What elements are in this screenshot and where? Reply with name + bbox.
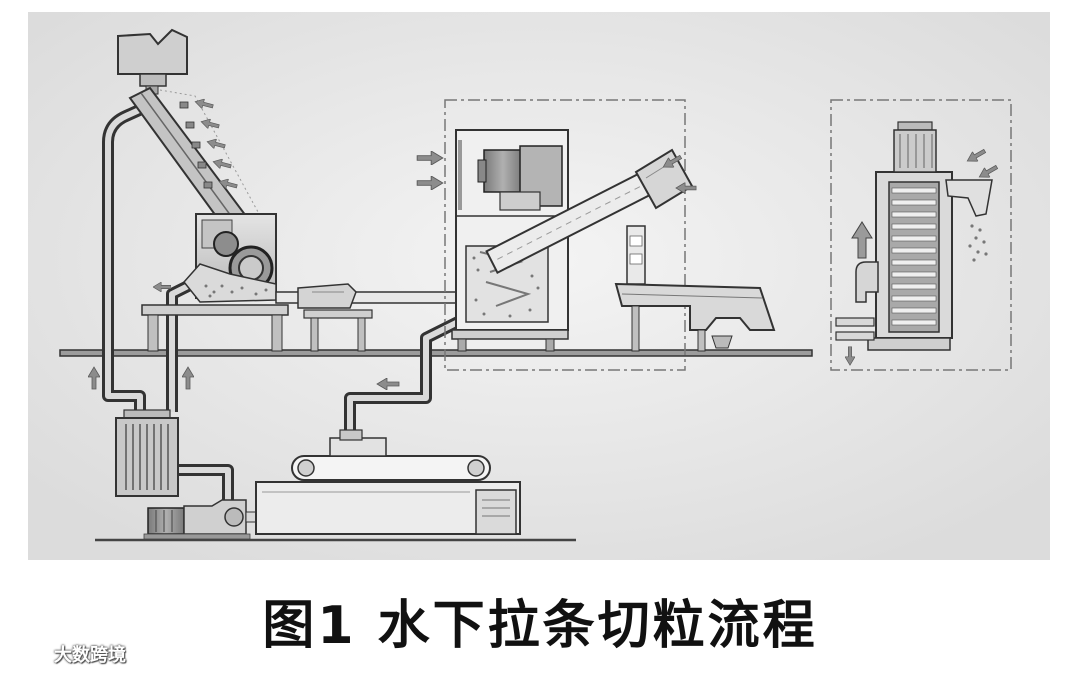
water-tank-conveyor: [291, 429, 491, 481]
pellet-silo-dryer: [867, 171, 953, 351]
silo-inlet-pipes: [835, 317, 875, 341]
water-filter-unit: [115, 409, 179, 497]
air-inlet-pipe: [855, 261, 879, 303]
inclined-strand-bath: [128, 86, 259, 240]
pelletizer-stand: [141, 304, 289, 352]
dryer-stand: [451, 329, 569, 352]
post-dryer-enclosure-boundary: [830, 99, 1012, 371]
silo-drive-motor: [893, 121, 937, 173]
floor-line: [59, 349, 813, 357]
pipe-support-stand: [303, 309, 373, 352]
return-water-pipe: [344, 316, 461, 436]
air-flow-up-arrow: [851, 221, 873, 259]
speech-bubble-logo-icon: [10, 640, 50, 668]
water-tank: [255, 481, 521, 535]
cooling-water-pipes-left: [102, 100, 234, 502]
discharge-hopper: [945, 179, 993, 262]
classifying-screen: [614, 282, 776, 352]
dryer-enclosure-boundary: [444, 99, 686, 371]
water-pump: [143, 499, 259, 540]
watermark: 大数跨境: [10, 640, 126, 668]
process-diagram: [28, 12, 1050, 560]
vertical-drop-pipe: [626, 225, 646, 285]
strand-pelletizer: [183, 213, 277, 303]
figure-caption: 图1 水下拉条切粒流程: [262, 596, 818, 656]
watermark-text: 大数跨境: [54, 645, 126, 666]
dryer-drive-motor: [477, 145, 563, 211]
pellet-transfer-pipe: [275, 283, 461, 309]
